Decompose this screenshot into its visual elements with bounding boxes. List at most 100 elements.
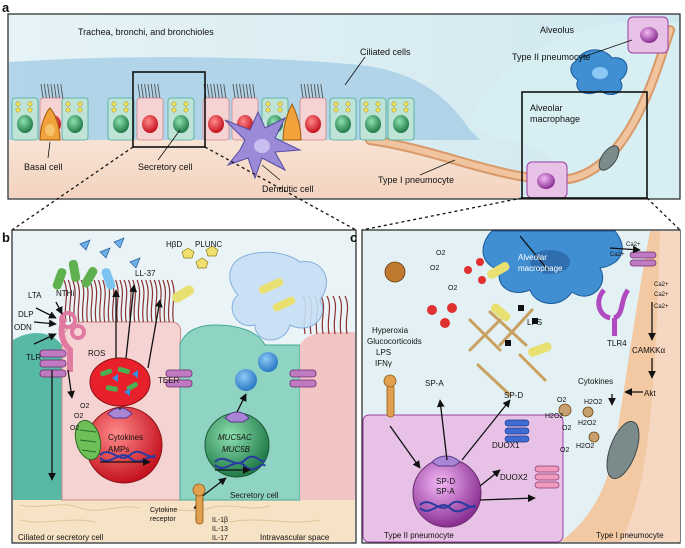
cell-nucleus xyxy=(208,115,224,133)
cell-nucleus xyxy=(142,115,158,133)
secretory-granule-dot xyxy=(375,107,381,113)
secretory-granule-dot xyxy=(345,107,351,113)
cilium xyxy=(53,83,57,99)
label-trachea: Trachea, bronchi, and bronchioles xyxy=(78,27,214,37)
label-duox2: DUOX2 xyxy=(500,473,528,482)
cilium xyxy=(245,83,249,99)
cilium-b xyxy=(123,279,128,323)
secretory-granule-dot xyxy=(65,107,71,113)
calcium-channel xyxy=(629,251,657,267)
label-c-o2-4: O2 xyxy=(557,397,566,404)
inducer-receptor xyxy=(383,374,397,418)
bacteria-cluster xyxy=(52,259,195,303)
label-dendritic-cell: Dendritic cell xyxy=(262,184,314,194)
panel-a: a xyxy=(2,0,681,231)
label-c-o2-5: O2 xyxy=(562,425,571,432)
label-muc5b: MUC5B xyxy=(222,445,251,454)
mucus-secretion xyxy=(229,251,327,341)
label-amps: AMPs xyxy=(108,445,129,454)
neighbor-cell-right xyxy=(300,331,355,500)
secretory-granule-dot xyxy=(123,107,129,113)
cell-nucleus xyxy=(335,115,351,133)
cilium-b xyxy=(132,279,136,323)
secretory-granule-dot xyxy=(391,107,397,113)
airway-epithelium xyxy=(11,83,415,141)
cilium xyxy=(239,83,243,99)
cilium xyxy=(220,83,223,99)
secretory-granule-dot xyxy=(265,101,271,107)
label-intravascular: Intravascular space xyxy=(260,533,330,542)
interstitium xyxy=(9,140,520,198)
cilium xyxy=(303,83,307,99)
label-hyperoxia: Hyperoxia xyxy=(372,326,409,335)
cilium xyxy=(313,83,317,99)
label-ifng: IFNγ xyxy=(375,359,392,368)
cilium xyxy=(147,83,151,99)
plunc-cluster xyxy=(181,245,219,269)
label-dlp: DLP xyxy=(18,310,34,319)
secretory-granule-dot xyxy=(123,101,129,107)
cilium xyxy=(57,83,60,99)
cilium-b xyxy=(67,279,72,323)
secretory-granule-dot xyxy=(183,107,189,113)
amp-triangles xyxy=(79,237,141,269)
cilium-b xyxy=(63,279,68,323)
label-h2o2-c: H2O2 xyxy=(578,420,596,427)
secretory-granule-dot xyxy=(183,101,189,107)
cilium xyxy=(137,83,141,99)
type1-nucleus xyxy=(598,145,620,171)
label-c-o2-6: O2 xyxy=(560,447,569,454)
label-ca-5: Ca2+ xyxy=(654,304,669,310)
label-c-o2-2: O2 xyxy=(430,265,439,272)
intravascular-space xyxy=(13,500,355,542)
label-receptor: receptor xyxy=(150,516,176,523)
cilium xyxy=(242,83,246,99)
cilium-b xyxy=(140,279,145,323)
surfactant-proteins xyxy=(468,308,547,397)
tlr-receptor xyxy=(58,311,86,372)
cilium xyxy=(252,83,256,99)
cilium xyxy=(60,83,64,99)
label-secretory-cell-b: Secretory cell xyxy=(230,491,279,500)
cilium-b xyxy=(149,279,154,323)
label-c-alv-mac-2: macrophage xyxy=(518,264,563,273)
secretory-granule-dot xyxy=(15,101,21,107)
secretory-granule-dot xyxy=(77,101,83,107)
secretory-granule-dot xyxy=(111,107,117,113)
secretory-granule-dot xyxy=(403,107,409,113)
label-il1b: IL-1β xyxy=(212,517,228,524)
panel-b-letter: b xyxy=(2,230,10,245)
cilium xyxy=(320,83,324,99)
cilium-b xyxy=(115,279,119,323)
label-il13: IL-13 xyxy=(212,526,228,533)
secretory-granule-dot xyxy=(363,101,369,107)
secretory-granule-dot xyxy=(171,107,177,113)
label-c-spa2: SP-A xyxy=(436,487,455,496)
label-o2-a: O2 xyxy=(80,403,89,410)
cilium xyxy=(43,83,47,99)
label-odn: ODN xyxy=(14,323,32,332)
label-alveolus: Alveolus xyxy=(540,25,575,35)
label-cytokines: Cytokines xyxy=(108,433,143,442)
tlr4-receptor xyxy=(596,288,631,336)
cilium-b xyxy=(76,279,80,323)
label-c-o2-1: O2 xyxy=(436,250,445,257)
label-duox1: DUOX1 xyxy=(492,441,520,450)
tight-junctions xyxy=(39,349,317,388)
mucin-vesicle-1 xyxy=(235,369,257,391)
cilium xyxy=(300,83,304,99)
secretory-granule-dot xyxy=(15,107,21,113)
label-ros: ROS xyxy=(88,349,105,358)
cilium-b xyxy=(344,295,349,335)
secretory-granule-dot xyxy=(375,101,381,107)
panel-b: b xyxy=(2,229,357,544)
label-il17: IL-17 xyxy=(212,535,228,542)
label-type1-pneumocyte: Type I pneumocyte xyxy=(378,175,454,185)
label-c-lps: LPS xyxy=(527,318,542,327)
label-ca-2: Ca2+ xyxy=(610,252,625,258)
cilium xyxy=(310,83,314,99)
secretory-granule-dot xyxy=(27,107,33,113)
cell-nucleus xyxy=(67,115,83,133)
inset-box-c xyxy=(521,91,648,199)
label-camkk: CAMKKα xyxy=(632,346,665,355)
